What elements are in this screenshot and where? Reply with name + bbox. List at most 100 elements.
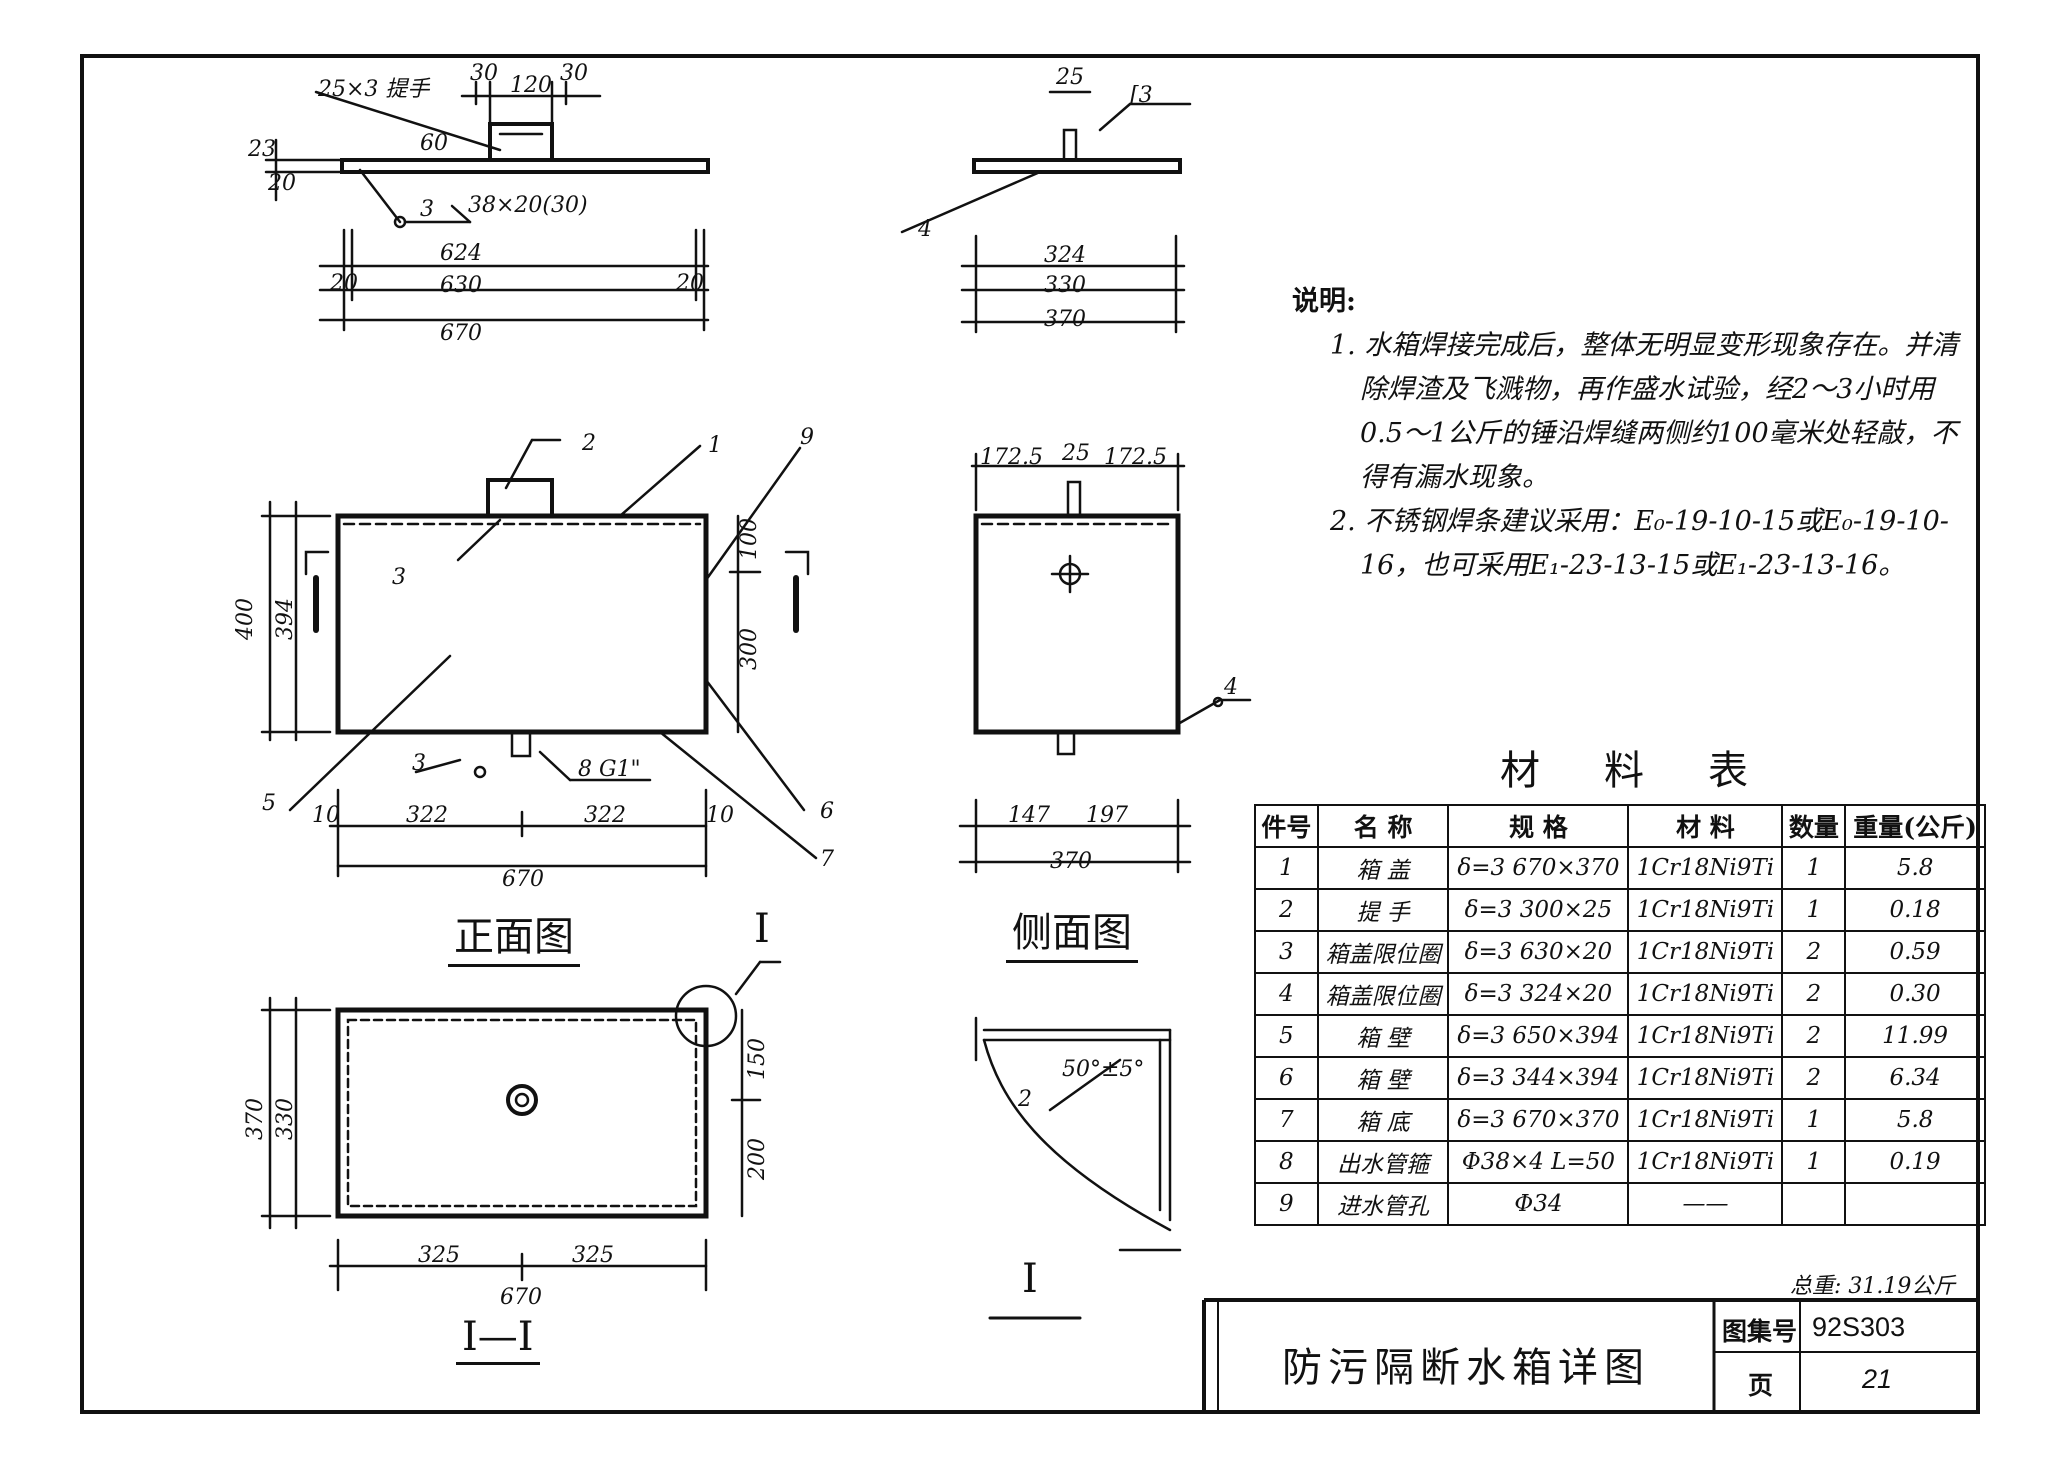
cell: 箱盖限位圈 — [1316, 930, 1450, 974]
notes-block: 说明: 1. 水箱焊接完成后，整体无明显变形现象存在。并清除焊渣及飞溅物，再作盛… — [1292, 280, 1972, 588]
dim-197: 197 — [1086, 803, 1128, 828]
pipe-callout: 8 G1" — [578, 757, 641, 782]
cell: 6.34 — [1844, 1056, 1986, 1100]
cell: 1 — [1254, 846, 1319, 890]
cell: —— — [1627, 1182, 1784, 1226]
cell: δ=3 344×394 — [1447, 1056, 1630, 1100]
note-item-2: 2. 不锈钢焊条建议采用：E₀-19-10-15或E₀-19-10-16，也可采… — [1330, 506, 1949, 581]
dim-300: 300 — [737, 628, 762, 670]
dim-20: 20 — [329, 271, 358, 296]
cell: 1 — [1781, 888, 1847, 932]
cell — [1844, 1182, 1986, 1226]
cell: 8 — [1254, 1140, 1319, 1184]
dim-325a: 325 — [418, 1243, 460, 1268]
detail-view-title: I — [1022, 1256, 1038, 1302]
cell: Φ34 — [1447, 1182, 1630, 1226]
cell: 2 — [1781, 930, 1847, 974]
table-header-row: 件号 名 称 规 格 材 料 数量 重量(公斤) — [1254, 804, 1986, 848]
dim-330: 330 — [1044, 273, 1086, 298]
section-mark: I — [754, 906, 770, 952]
balloon-5: 5 — [262, 791, 276, 816]
dim-25: 25 — [1055, 65, 1084, 90]
balloon-2: 2 — [581, 431, 596, 456]
cell: 箱盖限位圈 — [1316, 972, 1450, 1016]
cell: 7 — [1254, 1098, 1319, 1142]
dim-30b: 30 — [560, 61, 588, 86]
dim-100: 100 — [737, 518, 762, 560]
cell: 1Cr18Ni9Ti — [1627, 930, 1784, 974]
cell: 箱 壁 — [1316, 1056, 1450, 1100]
section-view-labels: 370 330 150 200 325 325 670 — [243, 1038, 770, 1310]
cell: 箱 盖 — [1316, 846, 1450, 890]
dim-370c: 370 — [243, 1098, 268, 1140]
cell: 2 — [1781, 1056, 1847, 1100]
lid-front-dim-labels: 25×3 提手 30 120 30 38×20(30) 3 624 630 67… — [247, 61, 704, 346]
flange-spec: 38×20(30) — [468, 193, 588, 218]
col-header: 数量 — [1781, 804, 1847, 848]
cell: 1 — [1781, 846, 1847, 890]
lid-side-view — [900, 90, 1192, 334]
dim-370: 370 — [1044, 307, 1086, 332]
cell: Φ38×4 L=50 — [1447, 1140, 1630, 1184]
weld-2: 2 — [1017, 1087, 1032, 1112]
cell: 6 — [1254, 1056, 1319, 1100]
balloon-9: 9 — [800, 425, 814, 450]
cell: 1Cr18Ni9Ti — [1627, 1140, 1784, 1184]
dim-23: 23 — [247, 137, 276, 162]
cell: 1Cr18Ni9Ti — [1627, 972, 1784, 1016]
materials-title: 材料表 — [1500, 748, 1812, 794]
cell: 5 — [1254, 1014, 1319, 1058]
cell: 2 — [1254, 888, 1319, 932]
atlas-label: 图集号 — [1722, 1317, 1798, 1346]
balloon-1: 1 — [708, 433, 722, 458]
dim-370b: 370 — [1050, 849, 1092, 874]
cell: 0.59 — [1844, 930, 1986, 974]
dim-147: 147 — [1008, 803, 1050, 828]
side-view-title: 侧面图 — [1006, 900, 1138, 963]
cell: 5.8 — [1844, 846, 1986, 890]
cell: δ=3 670×370 — [1447, 1098, 1630, 1142]
cell: 3 — [1254, 930, 1319, 974]
dim-120: 120 — [510, 73, 552, 98]
cell: 进水管孔 — [1316, 1182, 1450, 1226]
cell: 1Cr18Ni9Ti — [1627, 1098, 1784, 1142]
col-header: 材 料 — [1627, 804, 1784, 848]
side-view-labels: 172.5 25 172.5 4 147 197 370 — [980, 441, 1238, 874]
weld-3b: [3 — [1130, 83, 1153, 108]
dim-624: 624 — [440, 241, 482, 266]
dim-20c: 20 — [267, 171, 296, 196]
dim-10a: 10 — [312, 803, 340, 828]
cell: 提 手 — [1316, 888, 1450, 932]
weld-angle: 50°±5° — [1062, 1057, 1144, 1082]
dim-30: 30 — [470, 61, 498, 86]
cell: 1Cr18Ni9Ti — [1627, 888, 1784, 932]
balloon-4a: 4 — [917, 217, 932, 242]
cell: 4 — [1254, 972, 1319, 1016]
dim-172-5b: 172.5 — [1104, 445, 1167, 470]
cell: δ=3 670×370 — [1447, 846, 1630, 890]
cell: 1 — [1781, 1140, 1847, 1184]
dim-25b: 25 — [1061, 441, 1090, 466]
dim-172-5a: 172.5 — [980, 445, 1043, 470]
cell: δ=3 300×25 — [1447, 888, 1630, 932]
dim-60: 60 — [420, 131, 448, 156]
cell — [1781, 1182, 1847, 1226]
sheet-border — [80, 54, 1980, 1414]
front-view-labels: 2 1 9 3 5 6 7 3 8 G1" 400 394 100 300 32… — [233, 425, 834, 892]
col-header: 规 格 — [1447, 804, 1630, 848]
balloon-3: 3 — [392, 565, 406, 590]
cell: 0.30 — [1844, 972, 1986, 1016]
dim-322a: 322 — [406, 803, 448, 828]
cell: 9 — [1254, 1182, 1319, 1226]
page-label: 页 — [1748, 1371, 1774, 1400]
atlas-number: 92S303 — [1812, 1312, 1906, 1342]
dim-10b: 10 — [706, 803, 734, 828]
cell: 1Cr18Ni9Ti — [1627, 1056, 1784, 1100]
cell: 1Cr18Ni9Ti — [1627, 1014, 1784, 1058]
